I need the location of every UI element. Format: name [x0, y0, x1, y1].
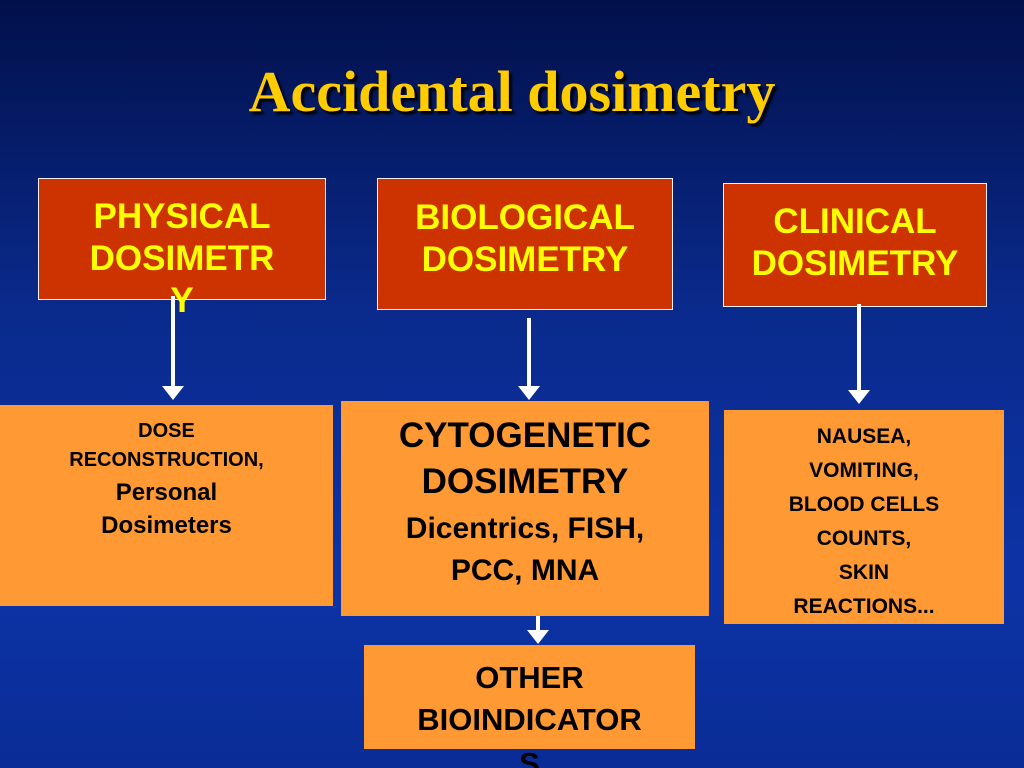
- biological-detail-line4: PCC, MNA: [450, 554, 600, 587]
- biological-detail-line3: Dicentrics, FISH,: [405, 512, 645, 545]
- arrow-physical: [162, 296, 184, 400]
- clinical-line2: DOSIMETRY: [751, 244, 959, 283]
- clinical-detail-line6: REACTIONS...: [793, 595, 935, 618]
- physical-line2: DOSIMETR: [89, 239, 275, 278]
- physical-detail-line2: RECONSTRUCTION,: [69, 449, 264, 471]
- other-line2: BIOINDICATOR: [417, 702, 642, 737]
- other-line3: S: [519, 749, 540, 768]
- physical-detail-box: DOSE RECONSTRUCTION, Personal Dosimeters: [0, 405, 333, 606]
- other-bioindicators-box: OTHER BIOINDICATOR S: [364, 645, 695, 768]
- clinical-detail-line2: VOMITING,: [809, 459, 919, 482]
- arrow-clinical: [848, 304, 870, 404]
- clinical-detail-line5: SKIN: [838, 561, 890, 584]
- biological-detail-box: CYTOGENETIC DOSIMETRY Dicentrics, FISH, …: [341, 401, 709, 616]
- physical-line3: Y: [170, 281, 194, 320]
- other-line1: OTHER: [475, 660, 584, 695]
- clinical-detail-line3: BLOOD CELLS: [788, 493, 940, 516]
- physical-detail-line4: Dosimeters: [101, 512, 232, 539]
- biological-dosimetry-box: BIOLOGICAL DOSIMETRY: [377, 178, 673, 310]
- biological-detail-line1: CYTOGENETIC: [398, 416, 652, 455]
- biological-line1: BIOLOGICAL: [415, 198, 635, 237]
- slide-title: Accidental dosimetry: [248, 59, 776, 124]
- clinical-line1: CLINICAL: [773, 202, 937, 241]
- clinical-detail-box: NAUSEA, VOMITING, BLOOD CELLS COUNTS, SK…: [724, 410, 1004, 624]
- clinical-detail-line1: NAUSEA,: [816, 425, 912, 448]
- arrow-other: [527, 608, 549, 644]
- physical-detail-line3: Personal: [115, 479, 218, 506]
- clinical-detail-line4: COUNTS,: [816, 527, 912, 550]
- physical-line1: PHYSICAL: [93, 197, 271, 236]
- arrow-biological: [518, 318, 540, 400]
- clinical-dosimetry-box: CLINICAL DOSIMETRY: [723, 183, 987, 307]
- biological-detail-line2: DOSIMETRY: [421, 462, 629, 501]
- biological-line2: DOSIMETRY: [421, 240, 629, 279]
- physical-dosimetry-box: PHYSICAL DOSIMETR Y: [38, 178, 326, 320]
- physical-detail-line1: DOSE: [138, 420, 195, 442]
